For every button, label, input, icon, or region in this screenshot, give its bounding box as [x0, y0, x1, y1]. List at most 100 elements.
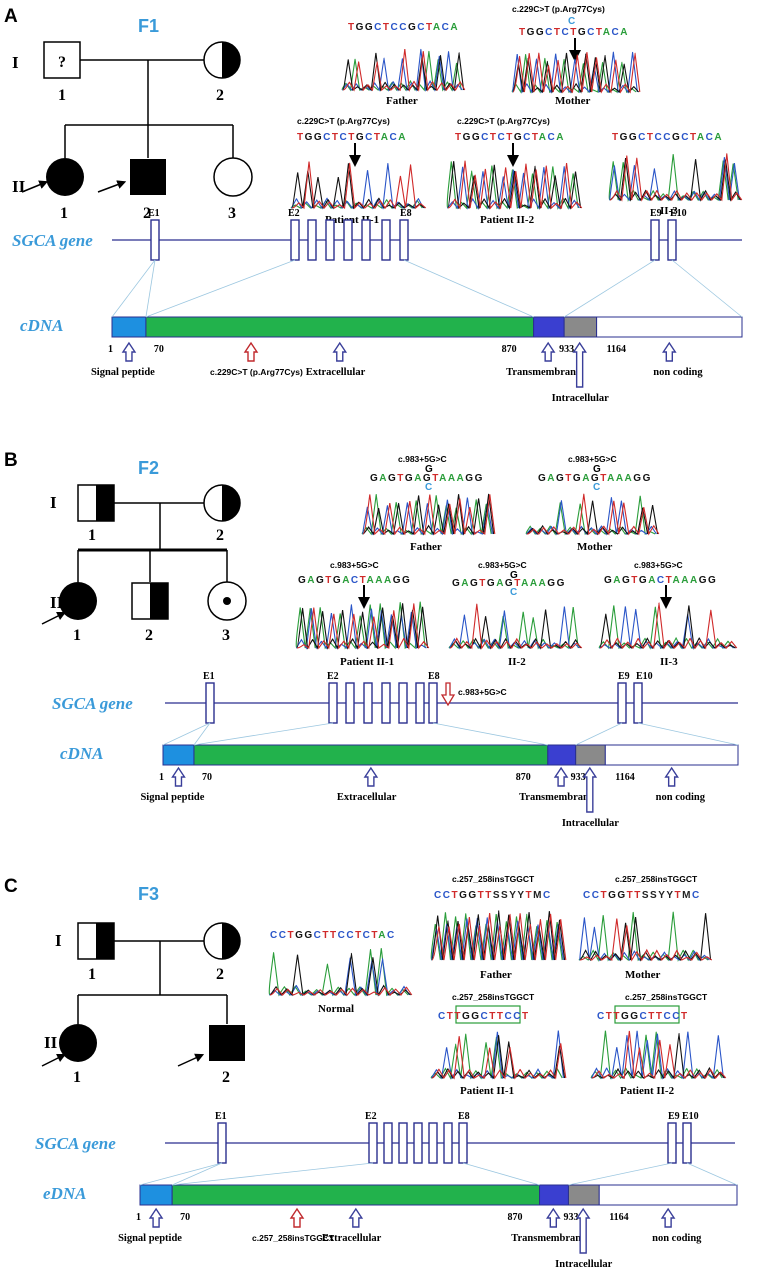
individual-number: 2 [216, 527, 224, 544]
mutation-label: c.229C>T (p.Arg77Cys) [457, 116, 550, 126]
sequence-text: TGGCTCCGCTACA [348, 22, 459, 33]
sequence-text: CCTGGCTTCCTCTAC [270, 930, 396, 941]
domain-arrow-icon [121, 341, 137, 362]
chromatogram-trace [608, 153, 743, 202]
guide-line [563, 259, 656, 318]
position-label: 70 [202, 772, 212, 783]
sequence-text: CTTGGCTTCCT [438, 1011, 530, 1022]
guide-line [432, 722, 548, 746]
proband-arrow [97, 180, 127, 193]
cdna-segment [596, 316, 743, 338]
guide-line [193, 722, 334, 746]
individual-number: 3 [228, 205, 236, 222]
cdna-label: eDNA [43, 1184, 86, 1203]
panel-letter: C [4, 876, 18, 897]
exon-box [345, 682, 355, 724]
exon-box [368, 1122, 378, 1164]
family-label: F2 [138, 458, 159, 478]
cdna-segment [575, 744, 606, 766]
mutation-label: c.983+5G>C [398, 454, 447, 464]
family-label: F1 [138, 16, 159, 36]
pedigree-unaffected-female [213, 157, 253, 197]
exon-box [617, 682, 627, 724]
domain-label: Intracellular [555, 1259, 612, 1270]
domain-label: Extracellular [322, 1233, 382, 1244]
variant-arrow-icon [440, 682, 456, 707]
gene-label: SGCA gene [12, 231, 93, 250]
exon-box [682, 1122, 692, 1164]
panel-letter: A [4, 6, 18, 27]
guide-line [637, 722, 739, 746]
sequence-text: GAGTGAGTAAAGG [452, 578, 566, 589]
cdna-segment [162, 744, 195, 766]
family-label: F3 [138, 884, 159, 904]
sequence-text: TGGCTCTGCTACA [455, 132, 565, 143]
guide-line [172, 1162, 374, 1186]
individual-number: 2 [216, 966, 224, 983]
domain-label: Transmembrane [506, 367, 581, 378]
variant-arrow-icon [289, 1207, 305, 1228]
exon-box [325, 219, 335, 261]
cdna-segment [604, 744, 739, 766]
domain-arrow-icon [660, 1207, 676, 1228]
sequence-text: CTTGGCTTCCT [597, 1011, 689, 1022]
cdna-segment [139, 1184, 173, 1206]
guide-line [686, 1162, 738, 1186]
domain-arrow-icon [332, 341, 348, 362]
mutation-label: c.257_258insTGGCT [452, 874, 535, 884]
position-label: 70 [180, 1212, 190, 1223]
exon-label: E2 [288, 208, 300, 219]
het-base: G [510, 570, 519, 581]
exon-label: E10 [636, 671, 653, 682]
position-label: 870 [516, 772, 531, 783]
chromatogram: c.257_258insTGGCT CTTGGCTTCCT Patient II… [590, 992, 727, 1097]
cdna-label: cDNA [60, 744, 103, 763]
domain-label: non coding [653, 367, 703, 378]
domain-arrow-icon [582, 766, 598, 813]
chromatogram-trace [361, 494, 496, 536]
variant-label: c.257_258insTGGCT [252, 1233, 335, 1243]
individual-number: 1 [58, 87, 66, 104]
exon-label: E8 [428, 671, 440, 682]
pedigree: I II ? 1 2 1 2 3 [12, 41, 253, 222]
sequence-text: TGGCTCTGCTACA [519, 27, 629, 38]
domain-label: Intracellular [552, 393, 609, 404]
chromatogram: c.983+5G>C GAGTGACTAAAGG Patient II-1 [295, 560, 430, 668]
sequence-text: GAGTGACTAAAGG [298, 575, 411, 586]
cdna-segment [563, 316, 598, 338]
trace-line [512, 52, 641, 94]
chromatogram-caption: Patient II-2 [480, 214, 535, 226]
proband-arrow [41, 611, 67, 625]
exon-box [399, 219, 409, 261]
sequence-text: GAGTGACTAAAGG [604, 575, 717, 586]
chromatogram-caption: Patient II-2 [620, 1085, 675, 1097]
panel-c: C F3 I II 1 2 1 2 CCTGGCTTCCTCTAC [4, 874, 738, 1270]
domain-arrow-icon [572, 341, 587, 388]
chromatogram: TGGCTCCGCTACA II-3 [608, 132, 743, 217]
position-label: 1164 [607, 344, 626, 355]
trace-line [591, 1029, 727, 1080]
trace-line [296, 603, 430, 650]
domain-label: Signal peptide [118, 1233, 182, 1244]
generation-label: I [12, 53, 19, 72]
position-label: 1164 [609, 1212, 628, 1223]
exon-box [428, 1122, 438, 1164]
gene-label: SGCA gene [52, 694, 133, 713]
position-label: 1 [159, 772, 164, 783]
exon-label: E1 [215, 1111, 227, 1122]
sequence-text: TGGCTCCGCTACA [612, 132, 723, 143]
generation-label: I [50, 493, 57, 512]
chromatogram: c.229C>T (p.Arg77Cys) TGGCTCTGCTACA Pati… [446, 116, 583, 226]
domain-arrow-icon [363, 766, 379, 787]
position-label: 870 [508, 1212, 523, 1223]
exon-box [381, 219, 391, 261]
panel-b: B F2 I II 1 2 1 2 3 [4, 450, 739, 829]
panel-letter: B [4, 450, 18, 471]
individual-number: 3 [222, 627, 230, 644]
chromatogram-trace [448, 604, 583, 650]
chromatogram-caption: Father [410, 541, 442, 553]
trace-line [579, 918, 713, 962]
exon-box [217, 1122, 227, 1164]
individual-number: 1 [73, 627, 81, 644]
